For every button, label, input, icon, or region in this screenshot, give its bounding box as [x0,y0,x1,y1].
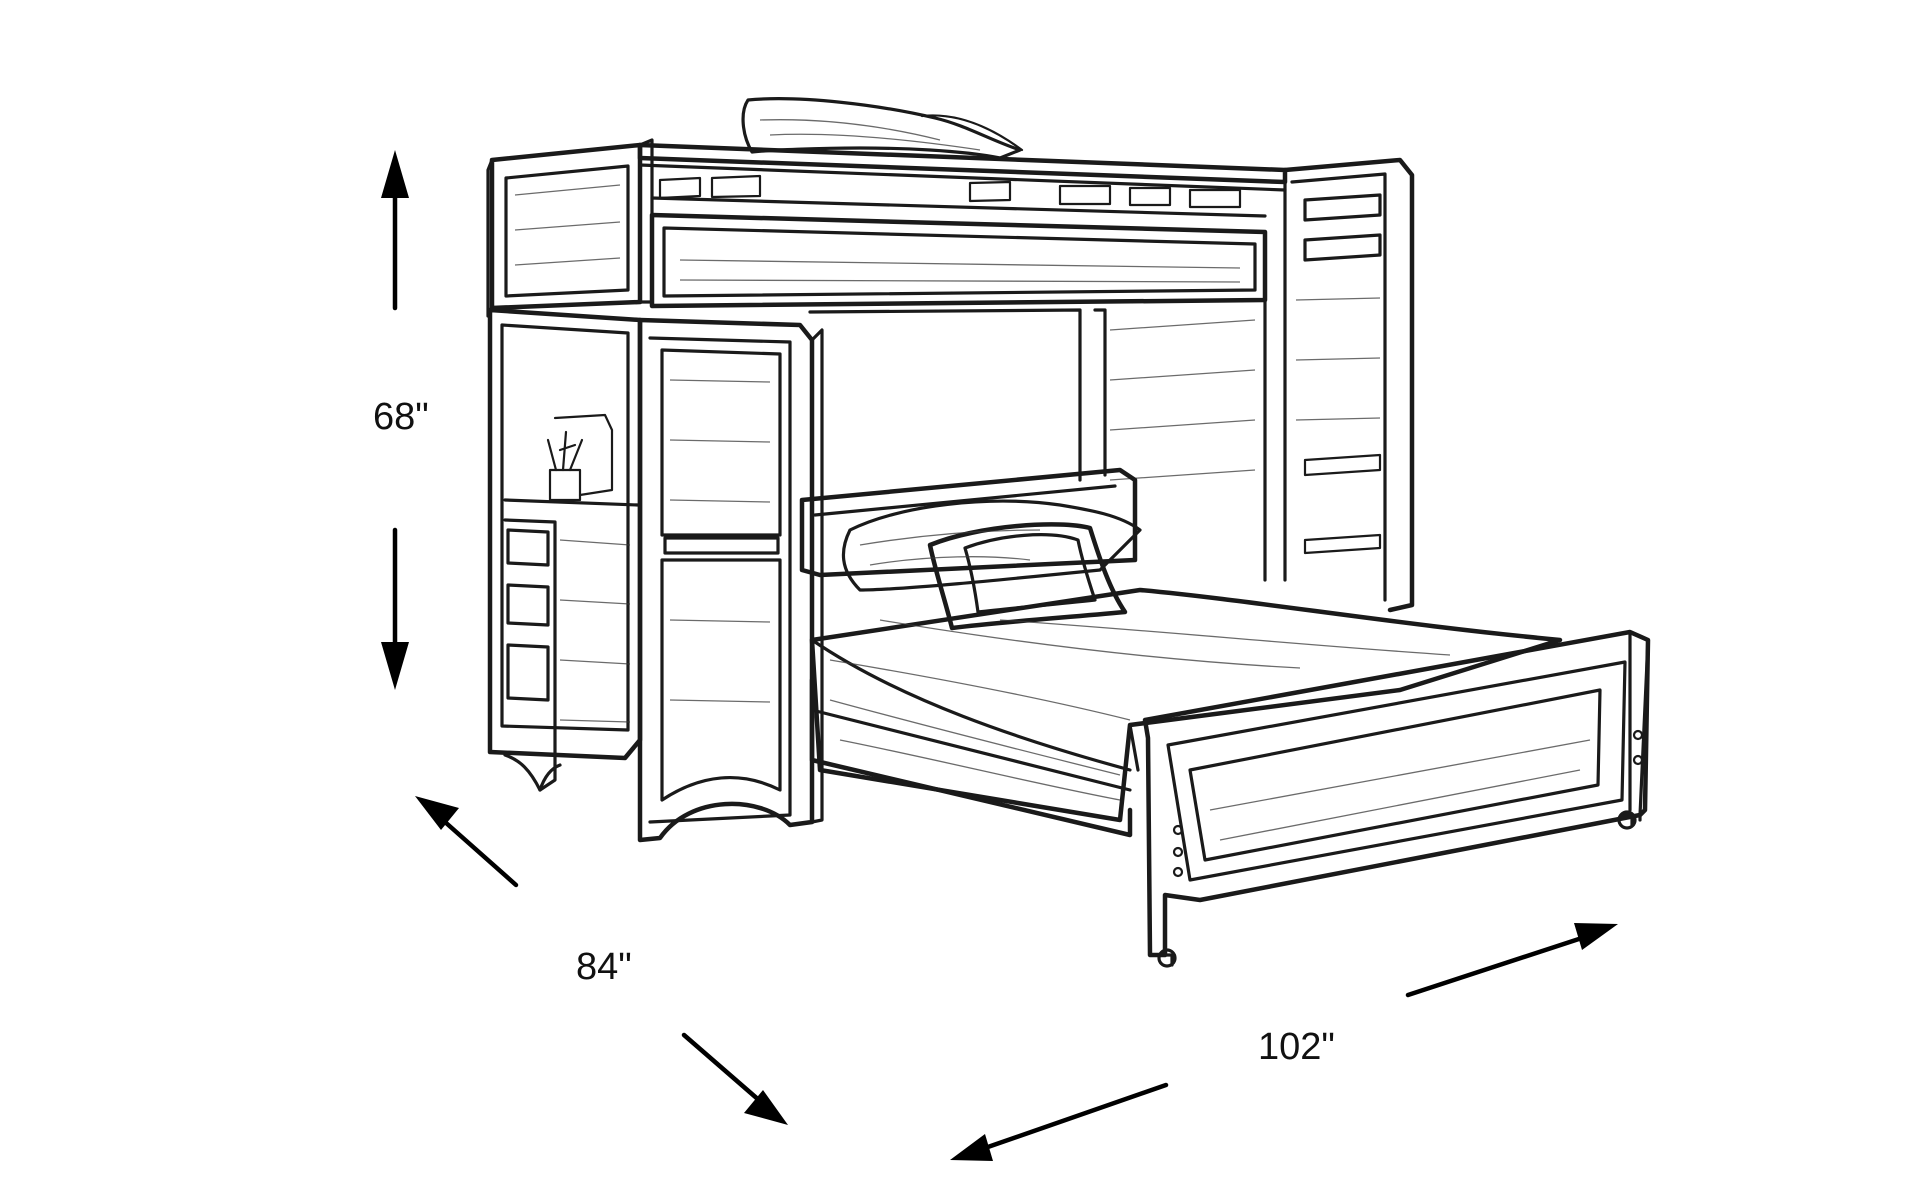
height-arrow-icon [381,150,409,690]
height-dimension-label: 68" [373,396,429,438]
depth-arrow-icon [415,796,788,1125]
width-dimension-label: 102" [1258,1026,1335,1068]
width-arrow-icon [950,923,1618,1161]
loft-bed-drawing [486,97,1651,968]
depth-dimension-label: 84" [576,946,632,988]
